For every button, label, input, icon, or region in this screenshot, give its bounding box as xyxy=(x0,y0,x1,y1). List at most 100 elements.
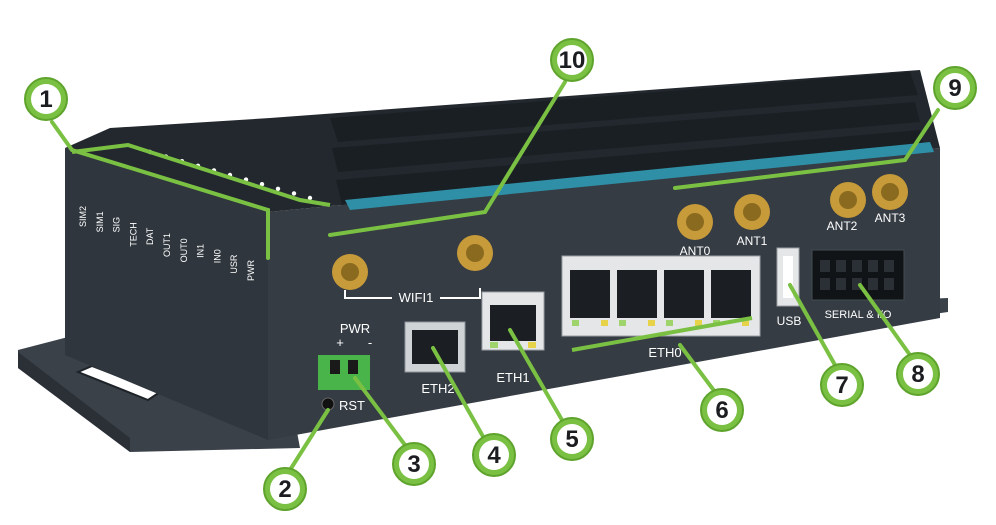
callout-2: 2 xyxy=(263,467,307,511)
serial-io-pin xyxy=(836,278,846,290)
eth1-label: ETH1 xyxy=(496,370,529,385)
pwr-minus-label: - xyxy=(368,335,372,350)
led-label-dat: DAT xyxy=(145,227,155,245)
callout-8: 8 xyxy=(896,352,940,396)
eth0-jack xyxy=(711,270,751,318)
callout-number: 8 xyxy=(911,361,924,388)
callout-inner xyxy=(903,359,933,389)
led-label-pwr: PWR xyxy=(246,260,256,281)
callout-inner xyxy=(31,84,61,114)
serial-io-pin xyxy=(884,260,894,272)
serial-io-pin xyxy=(868,278,878,290)
led-dot xyxy=(307,195,313,201)
callout-inner xyxy=(270,474,300,504)
eth0-jack xyxy=(570,270,610,318)
callout-4-line xyxy=(431,346,487,442)
ant3-connector xyxy=(872,174,908,210)
callout-inner xyxy=(827,370,857,400)
eth0-activity-led xyxy=(742,320,749,326)
callout-inner xyxy=(940,73,970,103)
eth0-link-led xyxy=(572,320,579,326)
callout-5: 5 xyxy=(550,417,594,461)
eth0-jack xyxy=(617,270,657,318)
serial-io-pin xyxy=(884,278,894,290)
ant1-connector xyxy=(734,194,770,230)
eth0-activity-led xyxy=(648,320,655,326)
callout-4: 4 xyxy=(472,433,516,477)
callout-inner xyxy=(399,449,429,479)
serial-io-pin xyxy=(868,260,878,272)
serial-io-pin xyxy=(836,260,846,272)
serial-io-pin xyxy=(852,278,862,290)
led-label-out1: OUT1 xyxy=(162,233,172,257)
eth0-label: ETH0 xyxy=(648,345,681,360)
callout-10: 10 xyxy=(550,38,594,82)
callout-number: 1 xyxy=(39,86,52,113)
eth2-sfp-port xyxy=(404,321,466,373)
callout-number: 5 xyxy=(565,426,578,453)
ant1-label: ANT1 xyxy=(737,234,768,248)
callout-number: 3 xyxy=(407,451,420,478)
eth0-port-group xyxy=(561,255,761,337)
led-dot xyxy=(291,191,297,196)
led-dot xyxy=(259,182,265,187)
eth0-link-led xyxy=(619,320,626,326)
wifi1-bracket xyxy=(344,288,481,299)
pwr-plus-label: + xyxy=(336,335,344,350)
callout-2-line xyxy=(288,408,330,472)
eth0-activity-led xyxy=(695,320,702,326)
led-label-tech: TECH xyxy=(128,222,138,247)
callout-number: 10 xyxy=(559,47,586,74)
eth0-activity-led xyxy=(601,320,608,326)
led-label-sig: SIG xyxy=(112,217,122,233)
usb-label: USB xyxy=(777,314,802,328)
serial-io-pin xyxy=(820,278,830,290)
led-label-in0: IN0 xyxy=(212,249,222,263)
callout-inner xyxy=(707,395,737,425)
callout-7-line xyxy=(788,283,837,367)
led-label-in1: IN1 xyxy=(196,244,206,258)
ant2-label: ANT2 xyxy=(827,219,858,233)
pwr-label: PWR xyxy=(340,321,370,336)
callout-5-line xyxy=(508,328,564,422)
eth1-port xyxy=(481,291,545,351)
callout-6-line xyxy=(678,343,717,394)
serial-io-connector xyxy=(811,249,905,301)
callout-number: 2 xyxy=(278,476,291,503)
callout-1: 1 xyxy=(24,77,68,121)
callout-7: 7 xyxy=(820,363,864,407)
callout-3: 3 xyxy=(392,442,436,486)
callout-3-line xyxy=(353,376,407,447)
callout-inner xyxy=(479,440,509,470)
serial-io-pin xyxy=(852,260,862,272)
callout-number: 4 xyxy=(487,442,501,469)
led-label-usr: USR xyxy=(229,254,239,274)
callout-inner xyxy=(557,424,587,454)
wifi1-connector-right xyxy=(457,235,493,271)
callout-10-line xyxy=(328,80,567,237)
ant0-connector xyxy=(677,204,713,240)
heatsink-fins xyxy=(330,72,934,210)
wifi1-connector-left xyxy=(332,254,368,290)
callout-9-line xyxy=(673,108,940,190)
callout-8-line xyxy=(858,283,912,357)
callout-number: 9 xyxy=(948,75,961,102)
led-dot xyxy=(275,186,281,191)
callout-lines xyxy=(50,80,940,472)
wifi1-label: WIFI1 xyxy=(399,290,434,305)
serial-io-label: SERIAL & I/O xyxy=(825,309,892,321)
callout-number: 6 xyxy=(715,397,728,424)
led-label-sim2: SIM2 xyxy=(78,206,88,227)
rst-label: RST xyxy=(339,398,365,413)
eth2-label: ETH2 xyxy=(421,381,454,396)
callout-number: 7 xyxy=(835,372,848,399)
callout-1-line xyxy=(50,120,270,260)
eth0-link-led xyxy=(666,320,673,326)
eth0-jack xyxy=(664,270,704,318)
callout-6: 6 xyxy=(700,388,744,432)
ant3-label: ANT3 xyxy=(875,211,906,225)
led-label-sim1: SIM1 xyxy=(95,211,105,232)
ant0-label: ANT0 xyxy=(680,244,711,258)
